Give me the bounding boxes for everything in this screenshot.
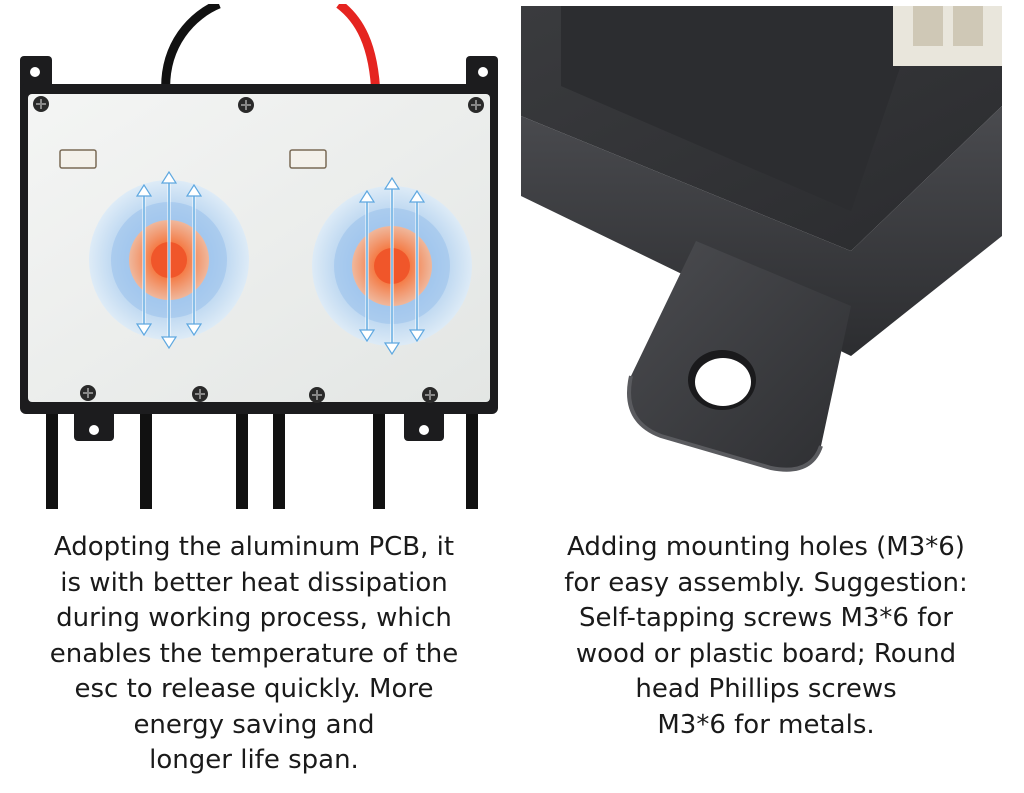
right-caption: Adding mounting holes (M3*6) for easy as…	[526, 530, 1006, 743]
caption-line: longer life span.	[149, 745, 359, 775]
left-caption: Adopting the aluminum PCB, it is with be…	[14, 530, 494, 779]
caption-line: Self-tapping screws M3*6 for	[578, 603, 953, 633]
red-power-wire	[336, 4, 381, 97]
caption-line: M3*6 for metals.	[657, 709, 875, 740]
caption-line: head Phillips screws	[635, 674, 897, 704]
caption-line: during working process, which	[56, 603, 452, 633]
bottom-wires	[46, 404, 478, 509]
heat-dissipation-graphic-left	[89, 170, 249, 350]
caption-line: wood or plastic board; Round	[575, 638, 957, 669]
housing-side-wall	[521, 106, 1002, 356]
caption-line: for easy assembly. Suggestion:	[564, 567, 968, 598]
caption-line: esc to release quickly. More	[74, 674, 434, 704]
black-power-wire	[161, 4, 221, 97]
internal-component	[893, 6, 1002, 66]
caption-line: energy saving and	[133, 709, 375, 740]
caption-line: enables the temperature of the	[49, 638, 459, 669]
caption-line: is with better heat dissipation	[60, 567, 448, 598]
mounting-hole-closeup-photo	[521, 6, 1002, 472]
screws	[33, 96, 484, 403]
caption-line: Adopting the aluminum PCB, it	[53, 532, 455, 562]
esc-aluminum-pcb-photo	[20, 4, 498, 509]
heat-dissipation-graphic-right	[312, 176, 472, 356]
plate-connectors	[59, 149, 327, 169]
caption-line: Adding mounting holes (M3*6)	[567, 532, 965, 562]
